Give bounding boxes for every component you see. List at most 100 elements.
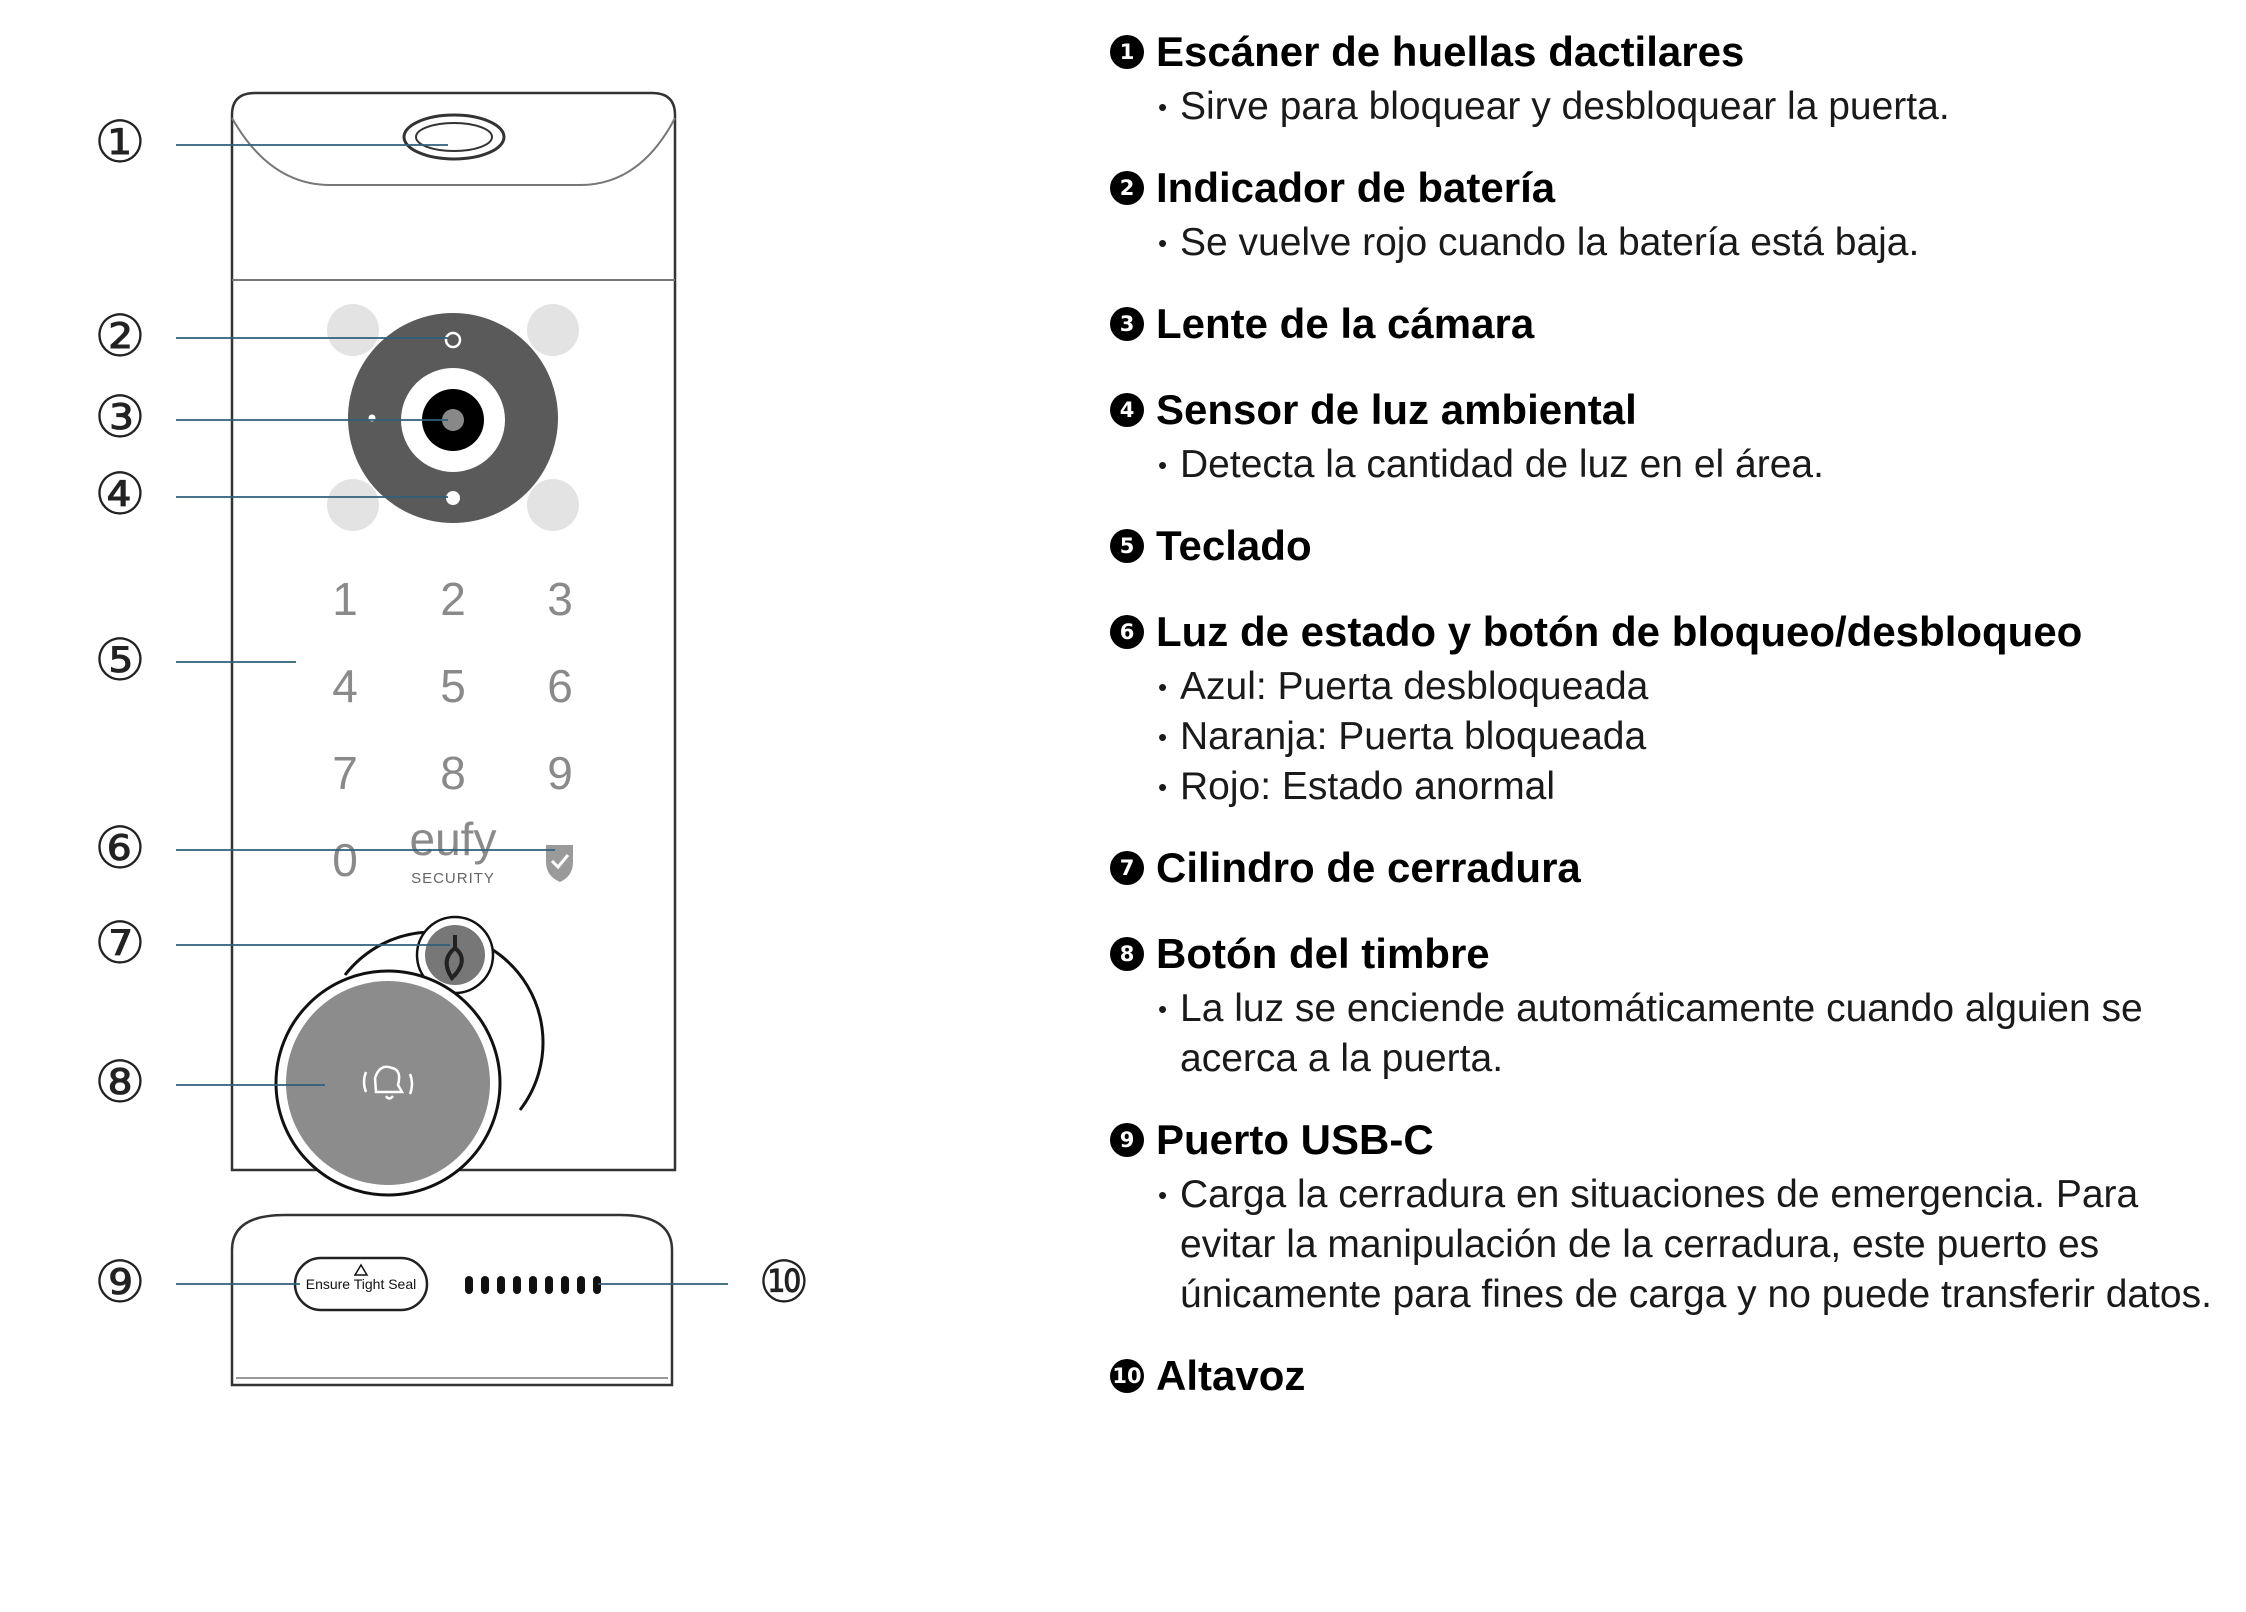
key-1[interactable]: 1 — [332, 573, 358, 625]
lock-body — [230, 91, 677, 1172]
legend-title-text: Sensor de luz ambiental — [1156, 386, 1637, 433]
legend-entry-title: 9 Puerto USB-C — [1110, 1110, 2235, 1170]
ambient-light-sensor-icon — [446, 491, 460, 505]
keypad: 1 2 3 4 5 6 7 8 9 0 — [332, 573, 573, 886]
usb-c-seal-label: Ensure Tight Seal — [306, 1276, 417, 1292]
legend-bullet-text: Azul: Puerta desbloqueada — [1180, 665, 1649, 708]
bullet-dot-icon: • — [1158, 1180, 1168, 1210]
legend-entry: 7 Cilindro de cerradura — [1110, 838, 2235, 898]
legend-entry-title: 3 Lente de la cámara — [1110, 294, 2235, 354]
legend-entry: 3 Lente de la cámara — [1110, 294, 2235, 354]
legend-title-text: Lente de la cámara — [1156, 300, 1535, 347]
keyhole-icon — [444, 935, 464, 982]
legend-title-text: Indicador de batería — [1156, 164, 1556, 211]
legend-title-text: Luz de estado y botón de bloqueo/desbloq… — [1156, 608, 2083, 655]
legend-bullet-text: Rojo: Estado anormal — [1180, 765, 1556, 808]
legend-bullet: • Detecta la cantidad de luz en el área. — [1110, 440, 2235, 490]
legend-bullet: • Rojo: Estado anormal — [1110, 762, 2235, 812]
callout-10: ⑩ — [758, 1248, 810, 1316]
key-6[interactable]: 6 — [547, 660, 573, 712]
legend-entry: 10 Altavoz — [1110, 1346, 2235, 1406]
bullet-dot-icon: • — [1158, 994, 1168, 1024]
bottom-cap: Ensure Tight Seal — [230, 1213, 674, 1387]
callout-7: ⑦ — [94, 909, 146, 977]
legend-title-text: Altavoz — [1156, 1352, 1306, 1399]
number-badge: 9 — [1110, 1123, 1144, 1157]
legend-bullet-text: Sirve para bloquear y desbloquear la pue… — [1180, 85, 1950, 128]
battery-indicator-icon — [444, 331, 462, 349]
legend-entry: 6 Luz de estado y botón de bloqueo/desblo… — [1110, 602, 2235, 812]
legend-entry-title: 10 Altavoz — [1110, 1346, 2235, 1406]
legend-title-text: Cilindro de cerradura — [1156, 844, 1581, 891]
callout-5: ⑤ — [94, 626, 146, 694]
callout-8: ⑧ — [94, 1048, 146, 1116]
doorbell-button[interactable] — [274, 969, 502, 1197]
key-0[interactable]: 0 — [332, 834, 358, 886]
legend-bullet: • Naranja: Puerta bloqueada — [1110, 712, 2235, 762]
key-9[interactable]: 9 — [547, 747, 573, 799]
callout-3: ③ — [94, 383, 146, 451]
fingerprint-scanner-icon — [402, 113, 506, 161]
warning-icon — [353, 1263, 369, 1276]
callout-1: ① — [94, 108, 146, 176]
number-badge: 3 — [1110, 307, 1144, 341]
legend-entry: 4 Sensor de luz ambiental • Detecta la cant… — [1110, 380, 2235, 490]
leader-lines — [176, 144, 728, 1285]
smart-lock-diagram: 1 2 3 4 5 6 7 8 9 0 eufy SECURITY Ens — [94, 91, 810, 1387]
key-4[interactable]: 4 — [332, 660, 358, 712]
callout-6: ⑥ — [94, 814, 146, 882]
callout-4: ④ — [94, 460, 146, 528]
key-5[interactable]: 5 — [440, 660, 466, 712]
legend-bullet-text: Se vuelve rojo cuando la batería está ba… — [1180, 221, 1920, 264]
legend-title-text: Botón del timbre — [1156, 930, 1490, 977]
legend-bullet: •La luz se enciende automáticamente cuan… — [1110, 984, 2235, 1084]
legend-entry: 9 Puerto USB-C • Carga la cerradura en situ… — [1110, 1110, 2235, 1320]
legend-bullet-text: Carga la cerradura en situaciones de eme… — [1180, 1173, 2212, 1316]
number-badge: 10 — [1110, 1359, 1144, 1393]
camera-module — [327, 304, 579, 531]
number-badge: 4 — [1110, 393, 1144, 427]
legend-entry-title: 7 Cilindro de cerradura — [1110, 838, 2235, 898]
legend-bullet: • Sirve para bloquear y desbloquear la pu… — [1110, 82, 2235, 132]
legend-title-text: Puerto USB-C — [1156, 1116, 1434, 1163]
legend-bullet-text: Naranja: Puerta bloqueada — [1180, 715, 1647, 758]
number-badge: 8 — [1110, 937, 1144, 971]
bullet-dot-icon: • — [1158, 772, 1168, 802]
key-3[interactable]: 3 — [547, 573, 573, 625]
bullet-dot-icon: • — [1158, 228, 1168, 258]
callout-9: ⑨ — [94, 1248, 146, 1316]
legend-entry-title: 8 Botón del timbre — [1110, 924, 2235, 984]
number-badge: 7 — [1110, 851, 1144, 885]
key-8[interactable]: 8 — [440, 747, 466, 799]
bell-icon — [362, 1065, 414, 1100]
bullet-dot-icon: • — [1158, 92, 1168, 122]
legend-entry: 8 Botón del timbre •La luz se enciende aut… — [1110, 924, 2235, 1084]
bullet-dot-icon: • — [1158, 722, 1168, 752]
number-badge: 2 — [1110, 171, 1144, 205]
legend-title-text: Escáner de huellas dactilares — [1156, 28, 1745, 75]
speaker-grille-icon — [465, 1276, 601, 1294]
legend-entry-title: 4 Sensor de luz ambiental — [1110, 380, 2235, 440]
legend-bullet: • Se vuelve rojo cuando la batería está b… — [1110, 218, 2235, 268]
key-2[interactable]: 2 — [440, 573, 466, 625]
legend-entry: 5 Teclado — [1110, 516, 2235, 576]
bullet-dot-icon: • — [1158, 450, 1168, 480]
legend-bullet: • Azul: Puerta desbloqueada — [1110, 662, 2235, 712]
legend-entry: 2 Indicador de batería • Se vuelve rojo cua… — [1110, 158, 2235, 268]
legend-entry-title: 5 Teclado — [1110, 516, 2235, 576]
number-badge: 5 — [1110, 529, 1144, 563]
callout-2: ② — [94, 302, 146, 370]
legend-entry-title: 6 Luz de estado y botón de bloqueo/desblo… — [1110, 602, 2235, 662]
number-badge: 6 — [1110, 615, 1144, 649]
legend-bullet: • Carga la cerradura en situaciones de em… — [1110, 1170, 2235, 1320]
bullet-dot-icon: • — [1158, 672, 1168, 702]
legend-title-text: Teclado — [1156, 522, 1312, 569]
legend-bullet-text: Detecta la cantidad de luz en el área. — [1180, 443, 1824, 486]
lock-cylinder — [343, 915, 545, 1111]
brand-logo: eufy — [410, 813, 497, 865]
key-7[interactable]: 7 — [332, 747, 358, 799]
legend-entry-title: 2 Indicador de batería — [1110, 158, 2235, 218]
